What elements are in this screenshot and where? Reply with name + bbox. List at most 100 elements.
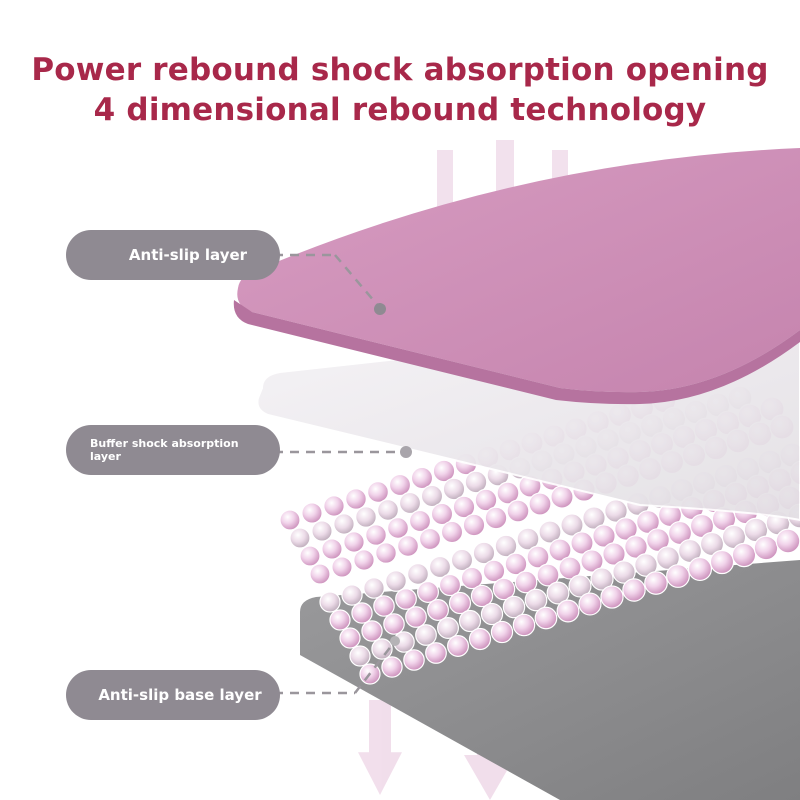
top-layer-shape [237,148,800,393]
bubble [349,645,371,667]
bubble [516,527,540,551]
bubble [430,502,454,526]
bubble [460,566,484,590]
bubble [560,513,584,537]
bubble [687,556,713,582]
bubble [410,466,434,490]
bubble [548,538,572,562]
bubble [496,481,520,505]
bubble [600,585,624,609]
bubble [556,599,580,623]
bubble [536,563,560,587]
bubble [311,520,333,542]
bubble [470,584,494,608]
bubble [592,524,616,548]
bubble [387,517,409,539]
bubble [624,535,648,559]
bubble [753,535,779,561]
bubble [420,484,444,508]
bubble [442,477,466,501]
bubble [365,524,387,546]
bubble [405,606,427,628]
bubble [666,564,690,588]
bubble [397,535,419,557]
down-arrow-icon [358,700,402,795]
bubble [590,567,614,591]
bubble [558,556,582,580]
bubble [526,545,550,569]
bubble [602,542,626,566]
bubble [450,548,474,572]
leader-line-top [258,253,386,315]
bubble [425,642,447,664]
bubble [504,552,528,576]
bubble [415,624,437,646]
bubble [279,509,301,531]
bubble [614,517,638,541]
bubble [363,577,385,599]
bubble [428,555,452,579]
bubble [480,602,504,626]
bubble [512,613,536,637]
bubble [534,606,558,630]
bubble [578,592,602,616]
leader-line-middle [258,446,412,458]
bubble [447,635,469,657]
bubble [484,506,508,530]
bubble [514,570,538,594]
bubble [474,488,498,512]
callout-label: Buffer shock absorption layer [90,437,239,463]
bubble [546,581,570,605]
bubble [343,531,365,553]
bubble [299,545,321,567]
bubble [538,520,562,544]
bubble [331,556,353,578]
headline-line-1: Power rebound shock absorption opening [31,52,769,88]
bubble [437,617,459,639]
bubble [775,528,800,554]
bubble [418,527,442,551]
bubble [432,459,456,483]
bubble [438,573,462,597]
bubble [321,538,343,560]
bubble [301,502,323,524]
bubble [385,570,407,592]
top-layer-edge [233,300,800,405]
bubble [403,649,425,671]
bubble [367,481,389,503]
bubble [612,560,636,584]
bubble [550,485,574,509]
bubble [361,620,383,642]
bubble [427,599,449,621]
bubble [492,577,516,601]
bubble [448,591,472,615]
bubble [353,549,375,571]
bubble [506,499,530,523]
callout-label: Anti-slip layer [128,246,248,264]
bubble [502,595,526,619]
bubble [319,591,341,613]
bubble [452,495,476,519]
bubble [373,595,395,617]
bubble [345,488,367,510]
bubble [398,491,422,515]
bubble [309,563,331,585]
bubble [709,549,735,575]
bubble [395,588,417,610]
bubble [355,506,377,528]
bubble [656,546,680,570]
bubble [528,492,552,516]
bubble [472,541,496,565]
bubble [339,627,361,649]
bubble [323,495,345,517]
bubble [383,613,405,635]
headline-line-2: 4 dimensional rebound technology [93,92,707,128]
bubble [333,513,355,535]
bubble [644,571,668,595]
callout-label: Anti-slip base layer [98,686,262,704]
callout-anti-slip-layer: Anti-slip layer [66,230,280,280]
callout-buffer-layer: Buffer shock absorption layer [66,425,280,475]
bubble [568,574,592,598]
bubble [622,578,646,602]
